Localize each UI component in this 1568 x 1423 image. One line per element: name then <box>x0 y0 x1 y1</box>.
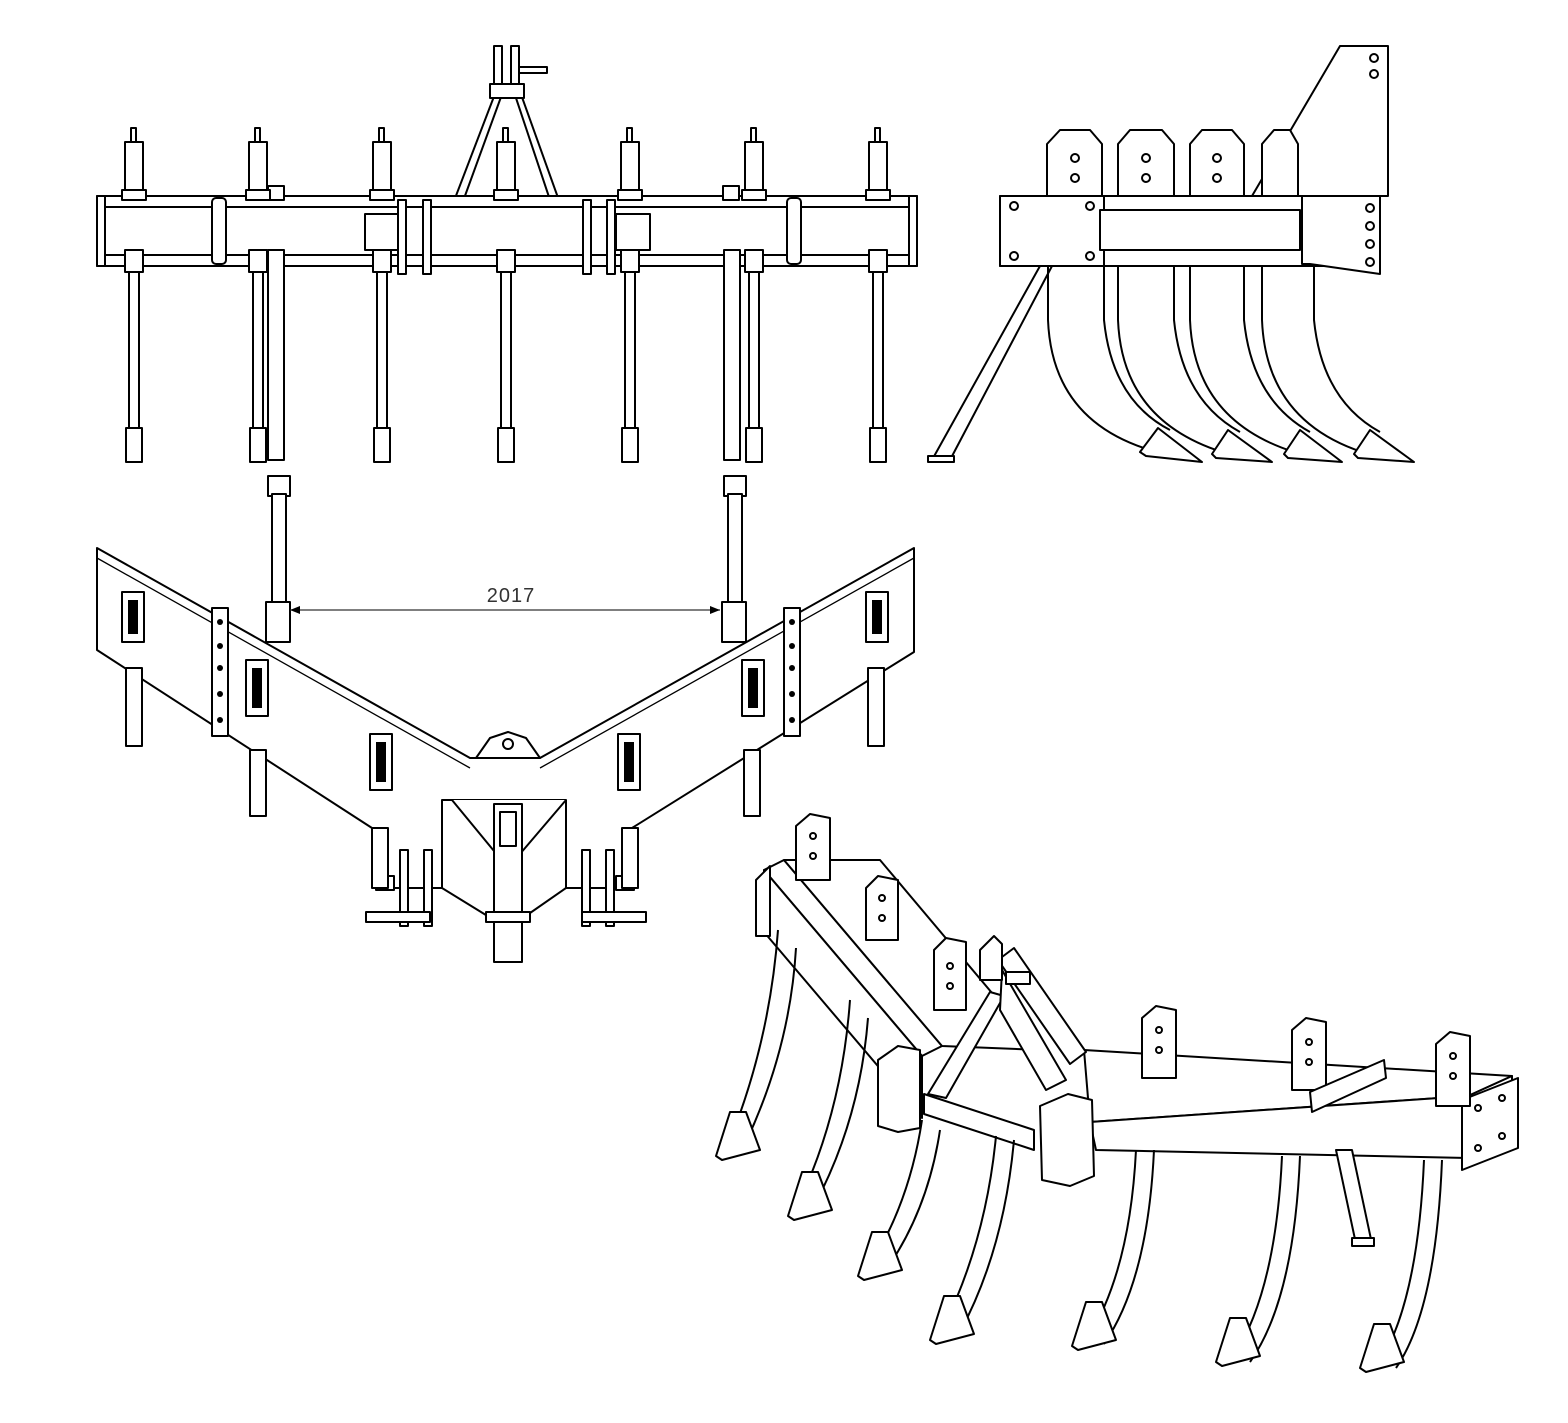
tines-front <box>121 127 891 463</box>
dimension-label: 2017 <box>487 585 536 607</box>
iso-tine-1 <box>729 929 779 1141</box>
iso-tine-2 <box>799 999 851 1201</box>
center-hitch <box>441 799 567 963</box>
tine-brackets-top <box>121 591 889 791</box>
tine-front-2 <box>245 127 285 463</box>
side-tine-4 <box>1261 266 1363 453</box>
iso-support-leg <box>1335 1149 1373 1245</box>
side-support-leg <box>931 265 1053 461</box>
top-clamps <box>211 607 801 737</box>
iso-hitch <box>923 947 1087 1151</box>
side-view <box>927 45 1415 463</box>
tine-front-3 <box>369 127 395 463</box>
tine-tips-top <box>125 667 885 889</box>
tine-front-7 <box>865 127 891 463</box>
iso-side-plates <box>877 1045 1387 1187</box>
tine-front-1 <box>121 127 147 463</box>
side-tine-3 <box>1189 266 1295 453</box>
top-view: 2017 <box>96 475 915 963</box>
front-view <box>96 45 918 463</box>
isometric-view <box>715 813 1519 1373</box>
iso-tines <box>715 929 1443 1373</box>
side-tines <box>1047 266 1415 463</box>
side-tine-2 <box>1117 266 1223 453</box>
tine-front-6 <box>723 127 767 463</box>
dimension-line <box>290 606 720 614</box>
depth-arms <box>265 475 747 643</box>
tine-front-5 <box>617 127 643 463</box>
beam-clamps <box>211 185 802 275</box>
tine-front-4 <box>493 127 519 463</box>
side-tine-1 <box>1047 266 1151 451</box>
clamp-towers <box>1046 129 1299 197</box>
iso-clamp-towers <box>795 813 1471 1107</box>
